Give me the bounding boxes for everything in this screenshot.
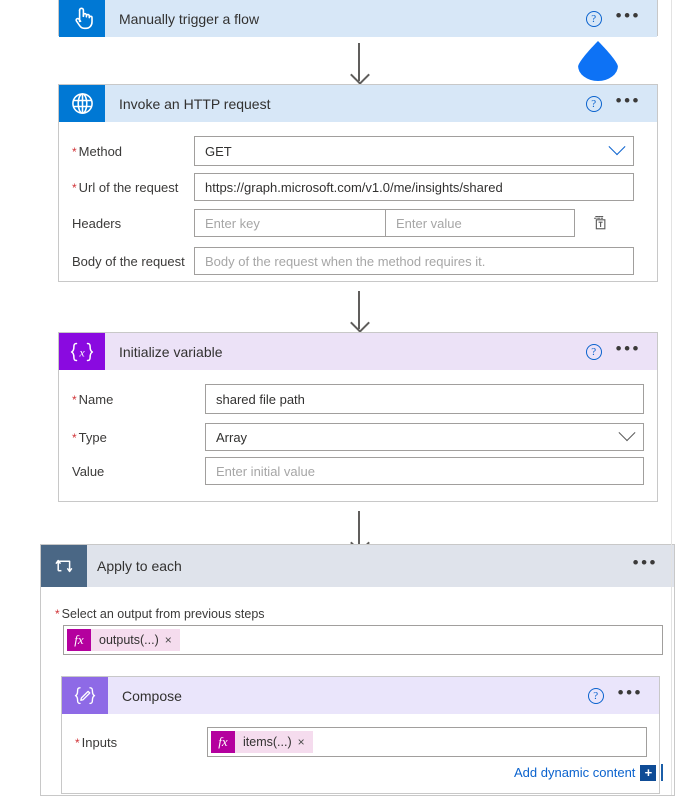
svg-text:x: x — [78, 345, 85, 359]
variable-value-placeholder: Enter initial value — [216, 463, 315, 479]
fx-icon: fx — [211, 731, 235, 753]
field-label-type: *Type — [72, 429, 107, 445]
connector-arrow-3 — [358, 511, 360, 549]
body-input[interactable]: Body of the request when the method requ… — [194, 247, 634, 275]
card-header-initialize-variable[interactable]: x Initialize variable ? ••• — [59, 333, 657, 370]
cursor-teardrop — [578, 41, 618, 81]
card-title-trigger: Manually trigger a flow — [119, 10, 260, 27]
card-title-http: Invoke an HTTP request — [119, 95, 271, 112]
chevron-down-icon[interactable] — [608, 138, 626, 156]
required-asterisk: * — [72, 392, 77, 407]
token-label: outputs(...) — [99, 633, 159, 647]
dynamic-token-items[interactable]: fx items(...) × — [211, 731, 313, 753]
required-asterisk: * — [75, 735, 80, 750]
field-label-url: *Url of the request — [72, 179, 179, 195]
token-remove-icon[interactable]: × — [164, 633, 172, 647]
card-header-http[interactable]: Invoke an HTTP request ? ••• — [59, 85, 657, 122]
connector-arrow-2 — [358, 291, 360, 329]
body-placeholder: Body of the request when the method requ… — [205, 253, 486, 269]
more-menu-icon[interactable]: ••• — [617, 682, 643, 702]
field-label-name: *Name — [72, 391, 114, 407]
variable-type-value: Array — [216, 429, 248, 445]
more-menu-icon[interactable]: ••• — [615, 338, 641, 358]
token-label: items(...) — [243, 735, 292, 749]
step-card-compose[interactable]: Compose ? ••• *Inputs fx items(...) × — [61, 676, 664, 794]
field-row-name: *Name shared file path — [59, 384, 659, 414]
variable-name-value: shared file path — [216, 391, 305, 407]
add-dynamic-content-link[interactable]: Add dynamic content — [514, 765, 636, 780]
field-row-type: *Type Array — [59, 423, 659, 451]
field-row-method: *Method GET — [59, 136, 659, 166]
card-header-compose[interactable]: Compose ? ••• — [62, 677, 659, 714]
variable-type-dropdown[interactable]: Array — [205, 423, 644, 451]
globe-icon — [59, 85, 105, 122]
required-asterisk: * — [72, 430, 77, 445]
tap-hand-icon — [59, 0, 105, 37]
add-dynamic-content-row: Add dynamic content + — [514, 764, 664, 781]
trash-icon[interactable] — [592, 214, 609, 232]
variable-name-input[interactable]: shared file path — [205, 384, 644, 414]
compose-inputs-field[interactable]: fx items(...) × — [207, 727, 647, 757]
header-value-input[interactable]: Enter value — [385, 209, 575, 237]
text-cursor — [661, 764, 664, 781]
scroll-edge[interactable] — [671, 0, 672, 795]
variable-value-input[interactable]: Enter initial value — [205, 457, 644, 485]
connector-arrow-1 — [358, 43, 360, 81]
header-actions-compose: ? ••• — [587, 682, 659, 704]
fx-icon: fx — [67, 629, 91, 651]
field-label-method: *Method — [72, 143, 123, 159]
step-card-initialize-variable[interactable]: x Initialize variable ? ••• *Name shared… — [58, 332, 658, 502]
required-asterisk: * — [72, 144, 77, 159]
more-menu-icon[interactable]: ••• — [615, 90, 641, 110]
step-card-apply-to-each[interactable]: Apply to each ••• *Select an output from… — [40, 544, 675, 796]
compose-pencil-icon — [62, 677, 108, 714]
loop-icon — [41, 545, 87, 587]
dynamic-token-outputs[interactable]: fx outputs(...) × — [67, 629, 180, 651]
token-remove-icon[interactable]: × — [297, 735, 305, 749]
header-key-placeholder: Enter key — [205, 215, 260, 231]
select-output-label: *Select an output from previous steps — [55, 607, 265, 621]
variable-braces-icon: x — [59, 333, 105, 370]
help-icon[interactable]: ? — [587, 687, 604, 704]
field-label-headers: Headers — [72, 215, 122, 231]
required-asterisk: * — [72, 180, 77, 195]
add-plus-icon[interactable]: + — [640, 764, 657, 781]
select-output-input[interactable]: fx outputs(...) × — [63, 625, 663, 655]
header-actions-initialize-variable: ? ••• — [585, 338, 657, 360]
field-row-body: Body of the request Body of the request … — [59, 247, 659, 275]
method-dropdown[interactable]: GET — [194, 136, 634, 166]
help-icon[interactable]: ? — [585, 95, 602, 112]
field-row-headers: Headers Enter key Enter value — [59, 209, 659, 237]
header-key-input[interactable]: Enter key — [194, 209, 385, 237]
field-row-inputs: *Inputs fx items(...) × — [62, 727, 661, 757]
card-header-apply-to-each[interactable]: Apply to each ••• — [41, 545, 674, 587]
field-label-inputs: *Inputs — [75, 734, 118, 750]
field-label-body: Body of the request — [72, 253, 185, 269]
help-icon[interactable]: ? — [585, 10, 602, 27]
card-header-trigger[interactable]: Manually trigger a flow ? ••• — [59, 0, 657, 37]
step-card-trigger[interactable]: Manually trigger a flow ? ••• — [58, 0, 658, 37]
help-icon[interactable]: ? — [585, 343, 602, 360]
field-row-value: Value Enter initial value — [59, 457, 659, 485]
url-input[interactable]: https://graph.microsoft.com/v1.0/me/insi… — [194, 173, 634, 201]
header-actions-apply-to-each: ••• — [632, 553, 674, 573]
card-title-apply-to-each: Apply to each — [97, 558, 182, 574]
chevron-down-icon[interactable] — [618, 424, 636, 442]
card-title-initialize-variable: Initialize variable — [119, 343, 223, 360]
required-asterisk: * — [55, 607, 60, 621]
more-menu-icon[interactable]: ••• — [615, 5, 641, 25]
url-value: https://graph.microsoft.com/v1.0/me/insi… — [205, 179, 503, 195]
more-menu-icon[interactable]: ••• — [632, 553, 658, 572]
header-actions-trigger: ? ••• — [585, 5, 657, 27]
method-value: GET — [205, 143, 232, 159]
header-actions-http: ? ••• — [585, 90, 657, 112]
header-value-placeholder: Enter value — [396, 215, 462, 231]
step-card-http[interactable]: Invoke an HTTP request ? ••• *Method GET… — [58, 84, 658, 282]
field-row-url: *Url of the request https://graph.micros… — [59, 173, 659, 201]
field-label-value: Value — [72, 463, 105, 479]
card-title-compose: Compose — [122, 687, 182, 704]
